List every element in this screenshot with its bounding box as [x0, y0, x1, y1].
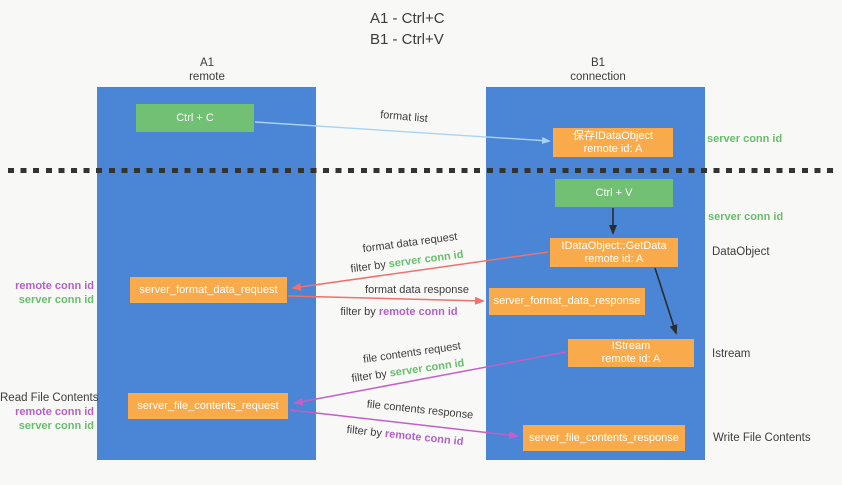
lane-a1-role: remote: [189, 71, 225, 83]
filter-remote-conn-id-1: remote conn id: [378, 306, 458, 318]
title-line-a1: A1 - Ctrl+C: [370, 10, 445, 27]
node-getdata-line2: remote id: A: [584, 252, 644, 265]
format-data-response-arrow: [287, 295, 485, 305]
label-write-file-contents: Write File Contents: [713, 432, 811, 444]
node-server-format-data-request: server_format_data_request: [130, 277, 287, 303]
dotted-separator: [8, 168, 835, 173]
node-server-file-contents-response: server_file_contents_response: [523, 425, 685, 451]
label-server-conn-id-mid: server conn id: [708, 211, 784, 223]
label-format-data-response: format data response: [365, 284, 469, 296]
label-server-conn-id-top: server conn id: [707, 133, 783, 145]
node-istream-line1: IStream: [611, 340, 651, 352]
node-file-request-label: server_file_contents_request: [137, 399, 279, 412]
format-request-conn-labels: remote conn id server conn id: [0, 279, 94, 307]
node-save-idataobject: 保存IDataObject remote id: A: [553, 128, 673, 157]
lane-header-b1: B1 connection: [538, 56, 658, 84]
label-istream: Istream: [712, 348, 751, 360]
node-istream: IStream remote id: A: [568, 339, 694, 367]
label-format-remote-conn-id: remote conn id: [15, 280, 94, 292]
label-format-server-conn-id: server conn id: [18, 294, 94, 306]
lane-a1-name: A1: [199, 57, 215, 69]
label-read-server-conn-id: server conn id: [18, 420, 94, 432]
label-format-list: format list: [379, 108, 429, 126]
node-istream-line2: remote id: A: [601, 353, 661, 365]
label-read-remote-conn-id: remote conn id: [15, 406, 94, 418]
node-save-idataobject-line1: 保存IDataObject: [572, 129, 654, 142]
filter-remote-conn-id-2: remote conn id: [384, 427, 464, 449]
label-dataobject: DataObject: [712, 246, 770, 258]
label-file-contents-response: file contents response: [366, 398, 474, 422]
node-file-response-label: server_file_contents_response: [529, 431, 679, 444]
file-request-conn-labels: Read File Contents remote conn id server…: [0, 391, 99, 433]
node-format-request-label: server_format_data_request: [139, 283, 278, 296]
lane-b1-name: B1: [590, 57, 606, 69]
title-line-b1: B1 - Ctrl+V: [370, 31, 444, 48]
node-format-response-label: server_format_data_response: [493, 295, 641, 307]
node-save-idataobject-line2: remote id: A: [583, 142, 643, 155]
diagram-title: A1 - Ctrl+C B1 - Ctrl+V: [370, 8, 445, 50]
filter-by-text-4: filter by: [346, 423, 383, 440]
node-idataobject-getdata: IDataObject::GetData remote id: A: [550, 238, 678, 267]
filter-by-text-2: filter by: [340, 306, 376, 318]
node-getdata-line1: IDataObject::GetData: [561, 239, 667, 252]
filter-server-conn-id-1: server conn id: [388, 248, 465, 271]
label-read-file-contents: Read File Contents: [0, 392, 99, 404]
lane-header-a1: A1 remote: [147, 56, 267, 84]
lane-b1-role: connection: [570, 71, 626, 83]
node-ctrl-v-label: Ctrl + V: [595, 186, 633, 199]
filter-by-text-1: filter by: [349, 258, 387, 276]
node-server-format-data-response: server_format_data_response: [489, 288, 645, 315]
filter-by-text-3: filter by: [350, 368, 388, 385]
node-ctrl-v: Ctrl + V: [555, 179, 673, 207]
node-ctrl-c-label: Ctrl + C: [176, 111, 214, 124]
node-ctrl-c: Ctrl + C: [136, 104, 254, 132]
node-server-file-contents-request: server_file_contents_request: [128, 393, 288, 419]
